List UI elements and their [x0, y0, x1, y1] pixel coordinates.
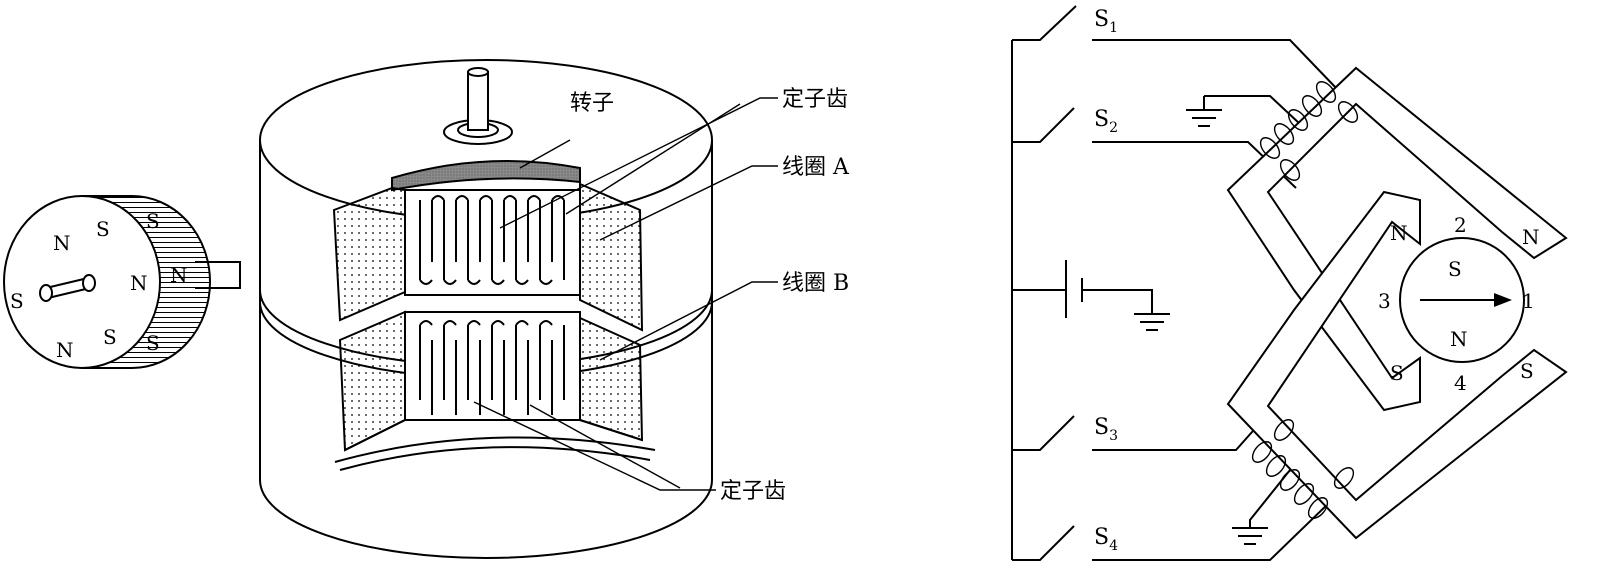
switch-s4 [1012, 525, 1075, 561]
label-rotor: 转子 [570, 91, 614, 116]
ground-icon [1232, 527, 1268, 545]
motor-cutaway: 转子 定子齿 线圈 A 线圈 B 定子齿 [259, 59, 850, 559]
disc-pole-label: S [146, 209, 160, 233]
coil-b-left [338, 310, 406, 452]
disc-pole-label: N [56, 338, 74, 362]
motor-shaft [467, 71, 489, 131]
lower-teeth [404, 311, 581, 421]
switch-s3 [1012, 415, 1075, 451]
coil-b-right [579, 316, 644, 442]
pole-tip-label: S [1520, 359, 1534, 383]
rotor-top [391, 160, 581, 192]
rotor-pole-label: S [1448, 257, 1462, 281]
disc-pole-label: S [146, 331, 160, 355]
pole-tip-label: S [1390, 361, 1404, 385]
switch-s1 [1012, 5, 1077, 41]
motor-housing [259, 140, 713, 559]
switch-label-s2: S2 [1094, 107, 1118, 136]
position-label: 2 [1454, 213, 1467, 237]
arrow-head-icon [1494, 293, 1512, 307]
coil-lower [1251, 419, 1355, 519]
stator-core-lower [1226, 190, 1568, 540]
rotor-disc: N S S N N S N S S [3, 195, 241, 369]
position-label: 4 [1454, 371, 1467, 395]
ground-icon [1186, 96, 1222, 127]
disc-pole-label: S [96, 217, 110, 241]
switch-label-s1: S1 [1094, 7, 1118, 36]
rotor-disc-face [3, 195, 161, 369]
pole-tip-label: N [1390, 221, 1408, 245]
coil-a-right [579, 182, 644, 332]
switch-s2 [1012, 107, 1075, 143]
disc-pole-label: N [170, 263, 188, 287]
upper-teeth [404, 189, 581, 296]
label-stator-teeth-top: 定子齿 [782, 87, 848, 112]
stepper-circuit: S1 S2 S3 S4 N N S S 1 2 3 4 S N [1011, 5, 1568, 561]
coil-upper [1259, 81, 1359, 181]
switch-label-s4: S4 [1094, 525, 1118, 554]
label-coil-a: 线圈 A [782, 155, 850, 180]
label-stator-teeth-bottom: 定子齿 [720, 479, 786, 504]
position-label: 1 [1522, 289, 1535, 313]
disc-pole-label: N [53, 231, 71, 255]
rotor-disc-shaft [195, 261, 241, 289]
pole-tip-label: N [1522, 225, 1540, 249]
ground-icon [1134, 313, 1170, 331]
disc-pole-label: S [103, 325, 117, 349]
disc-pole-label: N [130, 271, 148, 295]
rotor-pole-label: N [1450, 327, 1468, 351]
coil-a-left [332, 186, 406, 322]
switch-label-s3: S3 [1094, 415, 1118, 444]
position-label: 3 [1378, 289, 1391, 313]
label-coil-b: 线圈 B [782, 271, 849, 296]
disc-pole-label: S [10, 289, 24, 313]
stator-core-upper [1226, 66, 1568, 412]
